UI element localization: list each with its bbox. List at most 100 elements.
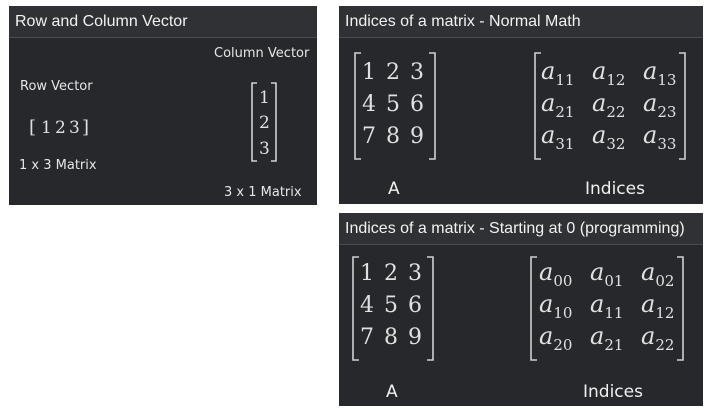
matrix-cell: 3 bbox=[408, 261, 422, 286]
panel-title: Row and Column Vector bbox=[15, 13, 188, 30]
index-subscript: 00 bbox=[553, 272, 572, 290]
index-subscript: 22 bbox=[606, 103, 625, 121]
index-subscript: 02 bbox=[655, 272, 674, 290]
row-vector-value: 1 bbox=[41, 118, 52, 138]
index-cell: a12 bbox=[641, 290, 674, 322]
column-vector-value: 1 bbox=[259, 88, 270, 108]
panel-header: Row and Column Vector bbox=[9, 6, 317, 38]
matrix-cell: 7 bbox=[362, 124, 376, 149]
index-cell: a22 bbox=[641, 322, 674, 354]
column-matrix-size-label: 3 x 1 Matrix bbox=[224, 185, 302, 200]
index-subscript: 01 bbox=[604, 272, 623, 290]
index-cell: a22 bbox=[592, 89, 625, 121]
column-vector-label: Column Vector bbox=[214, 46, 310, 61]
index-symbol: a bbox=[541, 57, 555, 85]
index-symbol: a bbox=[641, 258, 655, 286]
index-cell: a02 bbox=[641, 258, 674, 290]
index-cell: a13 bbox=[643, 57, 676, 89]
index-symbol: a bbox=[590, 290, 604, 318]
index-symbol: a bbox=[592, 89, 606, 117]
column-vector-value: 2 bbox=[259, 113, 270, 133]
index-subscript: 21 bbox=[604, 336, 623, 354]
programming-indices-panel: Indices of a matrix - Starting at 0 (pro… bbox=[339, 213, 703, 406]
row-matrix-size-label: 1 x 3 Matrix bbox=[19, 158, 97, 173]
index-symbol: a bbox=[643, 89, 657, 117]
row-vector-value: 2 bbox=[55, 118, 66, 138]
index-symbol: a bbox=[539, 290, 553, 318]
index-symbol: a bbox=[539, 322, 553, 350]
index-subscript: 12 bbox=[655, 304, 674, 322]
index-symbol: a bbox=[590, 258, 604, 286]
index-cell: a01 bbox=[590, 258, 623, 290]
matrix-cell: 6 bbox=[408, 293, 422, 318]
matrix-cell: 1 bbox=[362, 60, 376, 85]
indices-right-bracket bbox=[679, 52, 686, 160]
index-symbol: a bbox=[541, 89, 555, 117]
matrix-cell: 4 bbox=[362, 92, 376, 117]
index-subscript: 13 bbox=[657, 71, 676, 89]
index-symbol: a bbox=[541, 121, 555, 149]
matrix-right-bracket bbox=[427, 256, 434, 361]
index-subscript: 12 bbox=[606, 71, 625, 89]
matrix-right-bracket bbox=[429, 52, 436, 160]
index-symbol: a bbox=[641, 322, 655, 350]
matrix-label: A bbox=[386, 382, 398, 402]
panel-header: Indices of a matrix - Starting at 0 (pro… bbox=[339, 213, 703, 245]
matrix-cell: 5 bbox=[386, 92, 400, 117]
panel-title: Indices of a matrix - Normal Math bbox=[345, 13, 581, 30]
index-subscript: 20 bbox=[553, 336, 572, 354]
column-vector: 1 2 3 bbox=[251, 82, 277, 162]
index-subscript: 31 bbox=[555, 135, 574, 153]
index-symbol: a bbox=[643, 121, 657, 149]
index-cell: a11 bbox=[590, 290, 623, 322]
matrix-cell: 7 bbox=[360, 325, 374, 350]
index-symbol: a bbox=[592, 57, 606, 85]
row-column-vector-panel: Row and Column Vector Column Vector Row … bbox=[9, 6, 317, 205]
index-cell: a32 bbox=[592, 121, 625, 153]
index-cell: a11 bbox=[541, 57, 574, 89]
matrix-left-bracket bbox=[354, 52, 361, 160]
index-cell: a20 bbox=[539, 322, 572, 354]
index-symbol: a bbox=[643, 57, 657, 85]
matrix-cell: 9 bbox=[408, 325, 422, 350]
row-vector-label: Row Vector bbox=[20, 79, 93, 94]
index-subscript: 32 bbox=[606, 135, 625, 153]
indices-label: Indices bbox=[583, 382, 643, 402]
index-cell: a00 bbox=[539, 258, 572, 290]
index-subscript: 10 bbox=[553, 304, 572, 322]
index-symbol: a bbox=[592, 121, 606, 149]
index-symbol: a bbox=[539, 258, 553, 286]
matrix-cell: 1 bbox=[360, 261, 374, 286]
column-vector-left-bracket bbox=[251, 82, 257, 162]
indices-right-bracket bbox=[677, 256, 684, 361]
index-subscript: 21 bbox=[555, 103, 574, 121]
column-vector-right-bracket bbox=[271, 82, 277, 162]
index-subscript: 11 bbox=[604, 304, 623, 322]
index-subscript: 22 bbox=[655, 336, 674, 354]
matrix-cell: 2 bbox=[384, 261, 398, 286]
matrix-cell: 8 bbox=[386, 124, 400, 149]
matrix-cell: 9 bbox=[410, 124, 424, 149]
indices-left-bracket bbox=[534, 52, 541, 160]
index-cell: a10 bbox=[539, 290, 572, 322]
index-symbol: a bbox=[641, 290, 655, 318]
matrix-left-bracket bbox=[352, 256, 359, 361]
index-symbol: a bbox=[590, 322, 604, 350]
matrix-label: A bbox=[388, 179, 400, 199]
matrix-cell: 8 bbox=[384, 325, 398, 350]
indices-left-bracket bbox=[530, 256, 537, 361]
index-subscript: 11 bbox=[555, 71, 574, 89]
index-cell: a33 bbox=[643, 121, 676, 153]
index-cell: a31 bbox=[541, 121, 574, 153]
